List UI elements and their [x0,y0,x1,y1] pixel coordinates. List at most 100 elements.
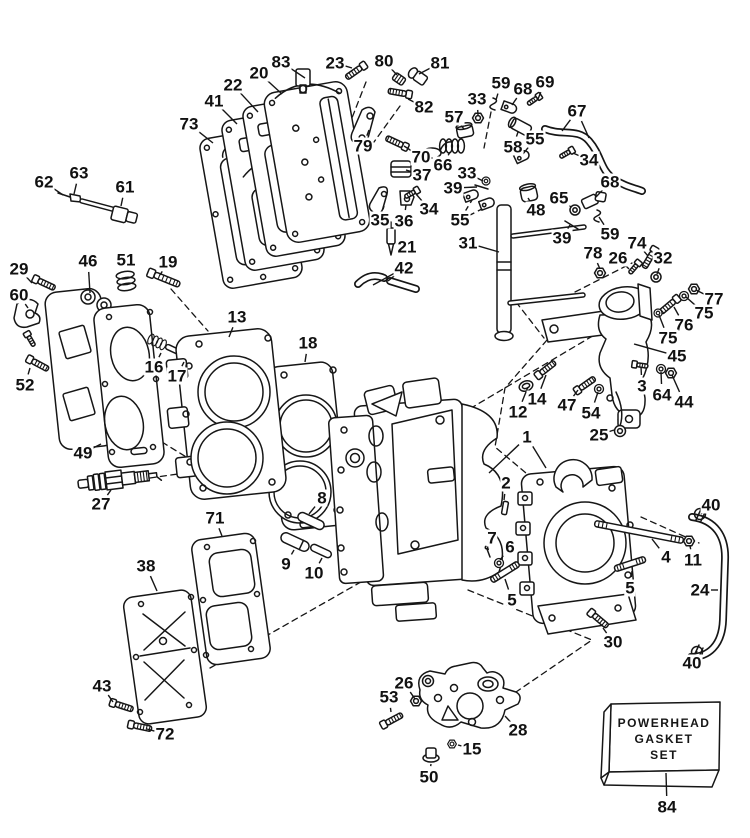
leader-line [447,151,451,156]
leader-line [87,271,91,294]
part-number-label: 26 [393,673,415,693]
leader-line [418,67,431,75]
part-number-label: 5 [624,578,636,598]
dowel-pin-9 [280,532,310,552]
leader-line [503,493,506,501]
part-number-label: 63 [68,163,90,183]
part-number-label: 33 [466,89,488,109]
part-number-label: 60 [8,285,30,305]
leader-line [537,91,542,100]
part-number-label: 7 [486,528,498,548]
leader-line [521,386,529,403]
part-number-label: 40 [700,495,722,515]
part-number-label: 16 [143,357,165,377]
part-number-label: 79 [352,136,374,156]
part-number-label: 51 [115,250,137,270]
part-number-label: 3 [636,376,648,396]
leader-line [146,728,155,732]
part-number-label: 83 [270,52,292,72]
part-number-label: 43 [91,676,113,696]
part-number-label: 49 [72,443,94,463]
leader-line [596,262,601,270]
part-number-label: 39 [551,228,573,248]
part-number-label: 21 [396,237,418,257]
leader-line [92,443,102,449]
part-number-label: 17 [166,366,188,386]
spring-51 [115,270,137,292]
part-number-label: 41 [203,91,225,111]
part-number-label: 14 [526,389,548,409]
part-number-label: 59 [599,224,621,244]
gasket-box-line1: POWERHEAD [617,716,711,730]
leader-line [561,119,571,132]
part-number-label: 39 [442,178,464,198]
part-number-label: 32 [652,248,674,268]
part-number-label: 12 [507,402,529,422]
part-number-label: 22 [222,75,244,95]
needle-valve-21 [386,221,396,256]
part-number-label: 75 [693,303,715,323]
pin-39b [564,220,579,230]
leader-line [463,186,478,189]
gasket-set-box [600,701,721,788]
part-number-label: 24 [689,580,711,600]
leader-line [107,694,114,703]
leader-line [658,314,665,329]
part-number-label: 57 [443,107,465,127]
leader-line [181,361,185,367]
locknut-50 [422,747,440,763]
leader-line [457,744,462,747]
leader-line [478,245,500,253]
part-number-label: 8 [316,488,328,508]
part-number-label: 40 [681,653,703,673]
leader-line [409,691,416,700]
part-number-label: 54 [580,403,602,423]
leader-line [404,204,407,211]
leader-line [580,120,590,139]
part-number-label: 78 [582,243,604,263]
leader-line [403,145,413,152]
leader-line [465,199,473,211]
part-number-label: 46 [77,251,99,271]
leader-line [499,555,504,561]
leader-line [504,715,512,723]
part-number-label: 73 [178,114,200,134]
pin-2 [500,500,510,516]
part-number-label: 23 [324,53,346,73]
leader-line [630,570,633,578]
leader-line [197,130,214,144]
valve-seat-37 [390,160,412,178]
part-number-label: 38 [135,556,157,576]
leader-line [389,707,392,713]
leader-line [308,506,316,515]
part-number-label: 26 [607,248,629,268]
part-number-label: 30 [602,632,624,652]
part-number-label: 58 [502,137,524,157]
part-number-label: 61 [114,177,136,197]
leader-line [572,389,579,397]
part-number-label: 55 [449,210,471,230]
water-tube-31 [494,204,587,342]
part-number-label: 28 [507,720,529,740]
leader-line [318,557,323,564]
part-number-label: 2 [500,473,512,493]
part-number-label: 84 [656,797,678,817]
leader-line [602,627,608,634]
part-number-label: 36 [393,211,415,231]
leader-line [651,538,660,549]
pin-39a [474,184,489,190]
part-number-label: 34 [418,199,440,219]
leader-line [476,177,484,182]
part-number-label: 59 [490,73,512,93]
leader-line [24,303,29,309]
part-number-label: 72 [154,724,176,744]
part-number-label: 13 [226,307,248,327]
part-number-label: 1 [521,427,533,447]
leader-line [572,152,580,157]
leader-line [487,548,490,551]
dowel-pin-8 [297,511,325,531]
cylinder-block [328,377,504,622]
leader-line [643,250,649,257]
leader-line [390,68,398,76]
